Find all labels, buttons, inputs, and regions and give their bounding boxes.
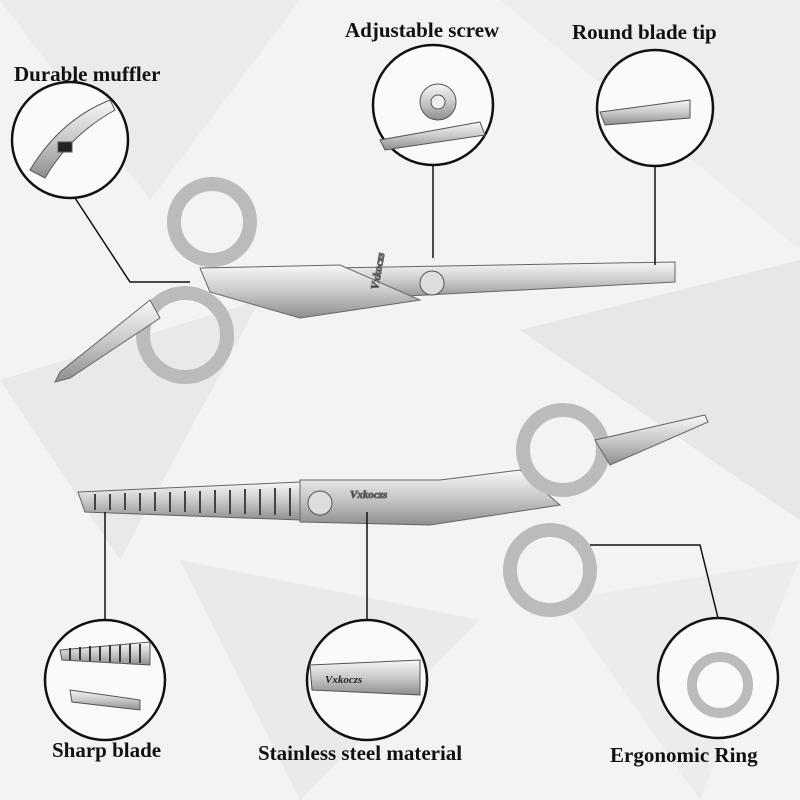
label-durable-muffler: Durable muffler [14,62,161,86]
brand-engraving-detail: Vxkoczs [325,674,362,686]
label-stainless-steel: Stainless steel material [258,741,463,765]
callout-lines [74,165,719,620]
detail-ring [656,616,780,740]
label-ergonomic-ring: Ergonomic Ring [610,743,758,767]
label-adjustable-screw: Adjustable screw [345,18,500,42]
thinning-scissors: Vxkoczs [77,403,709,617]
detail-sharp-blade [43,618,167,742]
label-sharp-blade: Sharp blade [52,738,162,762]
brand-engraving-bottom: Vxkoczs [350,489,387,501]
straight-scissors: Vxkoczs [54,177,676,384]
label-round-blade-tip: Round blade tip [572,20,717,44]
